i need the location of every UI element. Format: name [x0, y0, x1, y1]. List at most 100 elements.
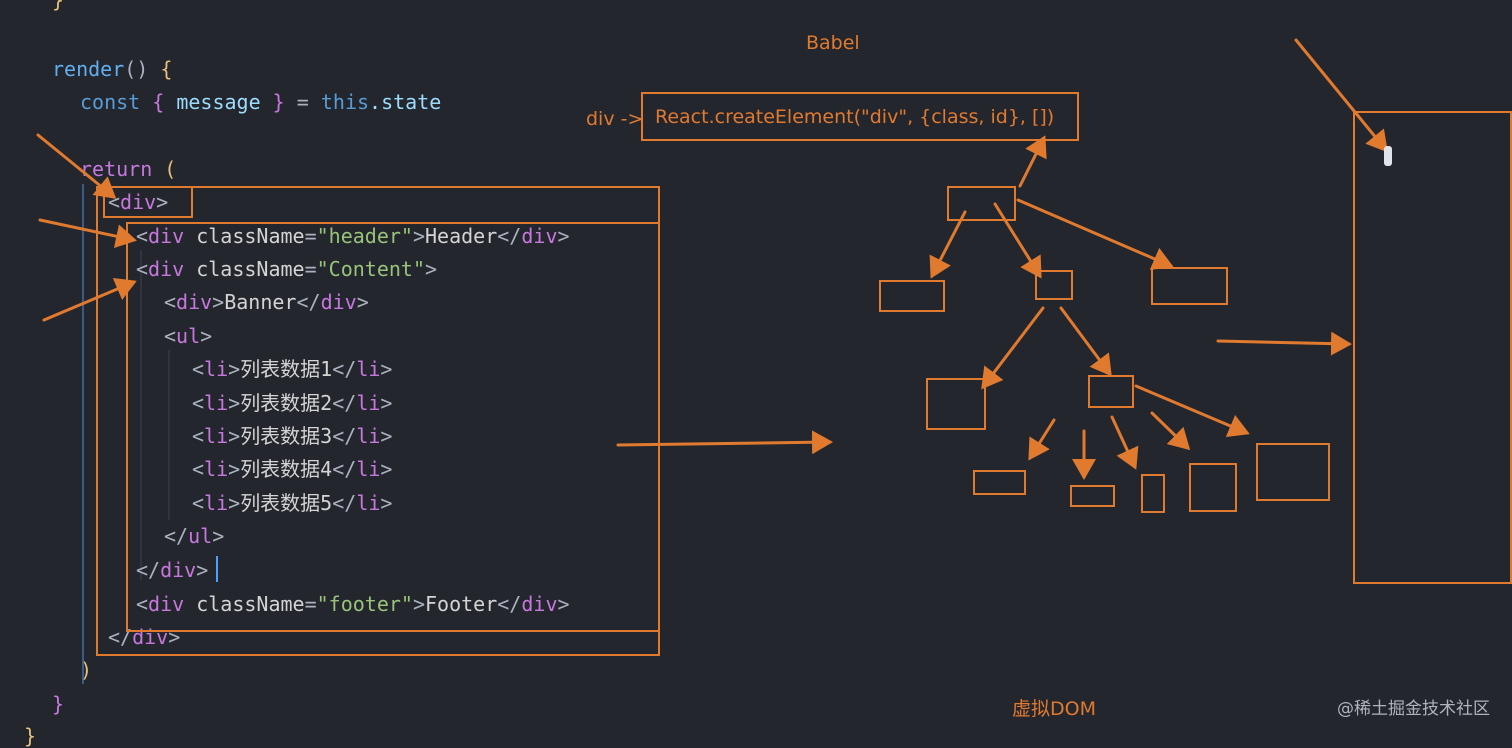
arrow-to-root-div	[36, 133, 117, 199]
code-token: li	[356, 424, 381, 448]
vdom-node-mid-left	[926, 378, 986, 430]
code-token: div	[148, 592, 197, 616]
code-line: <div className="Content">	[136, 257, 437, 281]
babel-prefix-label: div ->	[586, 108, 644, 130]
arrow-to-header-div	[38, 218, 137, 248]
code-token: </	[136, 558, 161, 582]
vdom-node-left	[879, 280, 945, 312]
code-token: >	[228, 457, 241, 481]
arrow-root-to-right	[1016, 198, 1174, 270]
code-token: ul	[176, 324, 201, 348]
code-token: div	[160, 558, 197, 582]
code-token: .state	[369, 90, 442, 114]
code-token: div	[148, 257, 197, 281]
code-token: li	[204, 391, 229, 415]
code-token: >	[212, 524, 225, 548]
code-token: </	[164, 524, 189, 548]
code-line: <div className="footer">Footer</div>	[136, 592, 570, 616]
create-element-box	[641, 92, 1079, 141]
code-line: <li>列表数据4</li>	[192, 457, 392, 481]
code-line: <li>列表数据1</li>	[192, 357, 392, 381]
code-token: <	[136, 224, 149, 248]
code-token: }	[52, 0, 65, 12]
code-line: <ul>	[164, 324, 212, 348]
code-token: </	[332, 391, 357, 415]
code-token: div	[320, 290, 357, 314]
code-token: Header	[425, 224, 498, 248]
code-token: >	[412, 224, 426, 248]
arrow-to-vdom	[616, 430, 833, 455]
code-line: <div>Banner</div>	[164, 290, 369, 314]
arrow-to-leaf-4	[1150, 411, 1191, 451]
indent-guide	[140, 250, 142, 580]
code-line: }	[52, 0, 64, 12]
code-token: >	[228, 491, 241, 515]
arrow-to-leaf-3	[1110, 415, 1139, 470]
vdom-node-right	[1151, 267, 1228, 305]
code-token: >	[356, 290, 369, 314]
code-token: <	[136, 592, 149, 616]
vdom-leaf-4	[1189, 463, 1237, 512]
code-token: 列表数据3	[240, 424, 333, 448]
code-token: >	[380, 424, 393, 448]
code-token: >	[380, 391, 393, 415]
code-token: Footer	[425, 592, 498, 616]
code-line: const { message } = this.state	[80, 90, 441, 114]
code-token: <	[192, 424, 205, 448]
code-token: >	[425, 257, 438, 281]
watermark-text: @稀土掘金技术社区	[1337, 699, 1490, 719]
code-token: </	[497, 592, 522, 616]
code-token: li	[356, 357, 381, 381]
code-line: </ul>	[164, 524, 224, 548]
vdom-leaf-1	[973, 470, 1026, 495]
code-line: )	[80, 658, 92, 682]
vdom-leaf-3	[1141, 474, 1165, 513]
code-token: li	[356, 491, 381, 515]
create-element-label: React.createElement("div", {class, id}, …	[655, 106, 1055, 128]
code-token: </	[108, 625, 133, 649]
code-token: li	[204, 424, 229, 448]
code-token: this	[320, 90, 370, 114]
code-token: li	[204, 491, 229, 515]
code-token: </	[332, 424, 357, 448]
code-token: </	[296, 290, 321, 314]
code-token: 列表数据5	[240, 491, 333, 515]
code-token: >	[557, 592, 570, 616]
code-token: li	[356, 391, 381, 415]
vdom-node-root	[947, 186, 1016, 221]
code-token: >	[156, 190, 169, 214]
code-token: </	[332, 457, 357, 481]
code-token: <	[164, 324, 177, 348]
code-token: >	[212, 290, 225, 314]
code-token: 列表数据4	[240, 457, 333, 481]
code-token: 列表数据2	[240, 391, 333, 415]
virtual-dom-label: 虚拟DOM	[1012, 698, 1096, 720]
code-line: <li>列表数据3</li>	[192, 424, 392, 448]
text-cursor	[216, 556, 218, 582]
code-token: =	[304, 224, 317, 248]
code-line: <div className="header">Header</div>	[136, 224, 570, 248]
code-token: div	[176, 290, 213, 314]
code-token: <	[192, 457, 205, 481]
code-token: const	[80, 90, 153, 114]
code-token: </	[332, 491, 357, 515]
code-token: Banner	[224, 290, 297, 314]
code-line: <li>列表数据2</li>	[192, 391, 392, 415]
arrow-to-content-div	[42, 277, 137, 322]
arrow-middle-to-midleft	[981, 306, 1045, 390]
code-token: div	[521, 592, 558, 616]
code-token: "header"	[316, 224, 413, 248]
code-token: >	[200, 324, 213, 348]
mouse-cursor-icon	[1384, 146, 1392, 166]
code-token: >	[412, 592, 426, 616]
code-token: <	[192, 491, 205, 515]
code-token: >	[228, 424, 241, 448]
vdom-leaf-2	[1070, 485, 1115, 507]
code-token: >	[380, 457, 393, 481]
code-token: }	[272, 90, 297, 114]
code-token: }	[52, 692, 65, 716]
code-token: div	[148, 224, 197, 248]
code-token: <	[192, 391, 205, 415]
code-token: {	[152, 90, 177, 114]
